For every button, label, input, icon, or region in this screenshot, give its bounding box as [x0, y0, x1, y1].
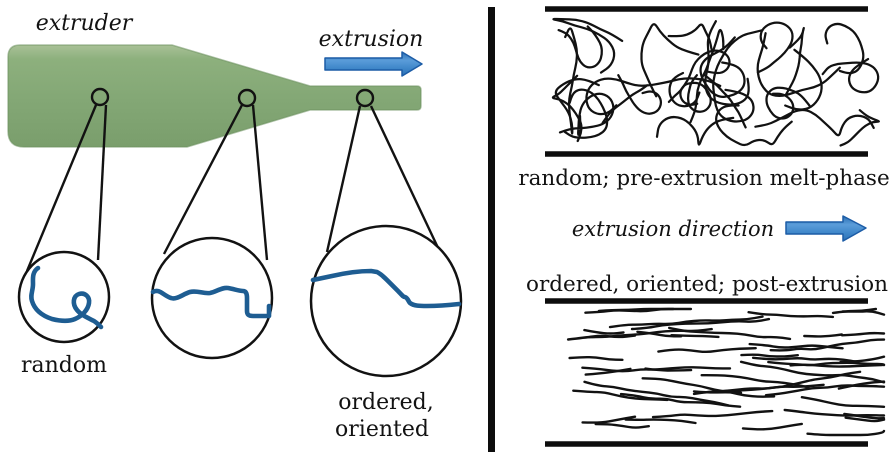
polymer-chain: [783, 408, 886, 417]
polymer-chain: [594, 422, 650, 429]
polymer-chain: [756, 32, 841, 97]
random-label: random: [21, 353, 107, 378]
polymer-chain: [800, 396, 886, 408]
polymer-chain: [699, 36, 746, 99]
magnifier-random: random: [17, 87, 111, 378]
polymer-chain: [655, 115, 735, 146]
polymer-chain: [844, 416, 886, 423]
extruder-body: [7, 44, 422, 148]
polymer-chain: [821, 57, 880, 94]
polymer-chain: [740, 353, 799, 358]
polymer-chain: [581, 415, 637, 424]
polymer-chain: [751, 356, 860, 364]
polymer-chain: [667, 23, 713, 51]
polymer-chain: [608, 315, 764, 329]
polymer-chain: [679, 74, 712, 113]
polymer-chain: [581, 366, 732, 373]
polymer-chain: [624, 418, 697, 425]
polymer-chain: [552, 17, 624, 74]
polymer-chain: [557, 25, 603, 69]
polymer-chain: [619, 392, 742, 408]
magnifier-oriented: ordered, oriented: [309, 88, 463, 442]
extrusion-label: extrusion: [319, 27, 424, 52]
polymer-chain: [584, 367, 632, 376]
polymer-chain: [765, 86, 812, 120]
polymer-chain: [640, 23, 700, 98]
random-chain-pattern: [551, 17, 880, 147]
polymer-chain-stretching: [150, 285, 272, 319]
polymer-chain: [764, 384, 886, 397]
polymer-chain: [587, 327, 713, 339]
polymer-chain: [692, 383, 825, 396]
probe-point-3: [355, 88, 375, 108]
polymer-chain: [657, 347, 757, 354]
polymer-chain-oriented: [310, 268, 462, 309]
ordered-label-line1: ordered,: [338, 390, 433, 415]
polymer-chain: [831, 307, 878, 315]
polymer-chain: [769, 338, 886, 352]
polymer-chain-random: [29, 265, 104, 330]
magnifier-circle-2: [150, 236, 274, 360]
polymer-chain: [601, 84, 649, 124]
polymer-chain: [715, 104, 793, 147]
extrusion-arrow: [324, 51, 423, 77]
polymer-chain: [806, 429, 886, 437]
post-extrusion-caption: ordered, oriented; post-extrusion: [526, 272, 888, 297]
magnifier-stretching: [150, 88, 274, 360]
polymer-chain: [824, 22, 865, 75]
polymer-chain: [840, 331, 886, 337]
pre-extrusion-panel: random; pre-extrusion melt-phase: [518, 6, 890, 191]
polymer-chain: [789, 363, 886, 368]
probe-point-2: [237, 88, 257, 108]
polymer-chain: [617, 74, 663, 115]
post-extrusion-panel: ordered, oriented; post-extrusion: [526, 272, 888, 447]
magnifier-circle-3: [309, 224, 463, 378]
polymer-chain: [668, 326, 792, 341]
polymer-chain: [558, 92, 615, 136]
polymer-chain: [784, 48, 823, 111]
polymer-chain: [563, 88, 609, 139]
polymer-chain: [739, 360, 886, 384]
polymer-chain: [597, 307, 675, 313]
probe-point-1: [90, 87, 110, 107]
polymer-chain: [585, 77, 722, 116]
extruder-diagram: extruder extrusion random: [7, 11, 463, 442]
polymer-chain: [747, 311, 835, 319]
polymer-chain: [703, 73, 747, 129]
polymer-chain: [784, 26, 805, 97]
polymer-chain: [583, 380, 730, 407]
polymer-chain: [641, 377, 776, 398]
ordered-label-line2: oriented: [335, 417, 429, 442]
oriented-chain-pattern: [566, 307, 886, 437]
polymer-chain: [700, 373, 810, 389]
extrusion-direction-label: extrusion direction: [572, 217, 774, 241]
extruder-label: extruder: [36, 11, 134, 36]
polymer-chain: [583, 328, 625, 335]
polymer-chain: [748, 342, 844, 350]
polymer-chain: [568, 355, 624, 361]
polymer-chain: [741, 422, 803, 431]
polymer-chain: [803, 333, 843, 338]
pre-extrusion-caption: random; pre-extrusion melt-phase: [518, 166, 889, 191]
extrusion-direction-row: extrusion direction: [572, 215, 867, 242]
polymer-chain: [756, 21, 794, 74]
polymer-chain: [630, 317, 771, 331]
extrusion-direction-arrow: [785, 215, 867, 242]
polymer-chain: [839, 109, 880, 147]
polymer-chain: [651, 409, 774, 419]
panel-divider: [488, 7, 495, 452]
